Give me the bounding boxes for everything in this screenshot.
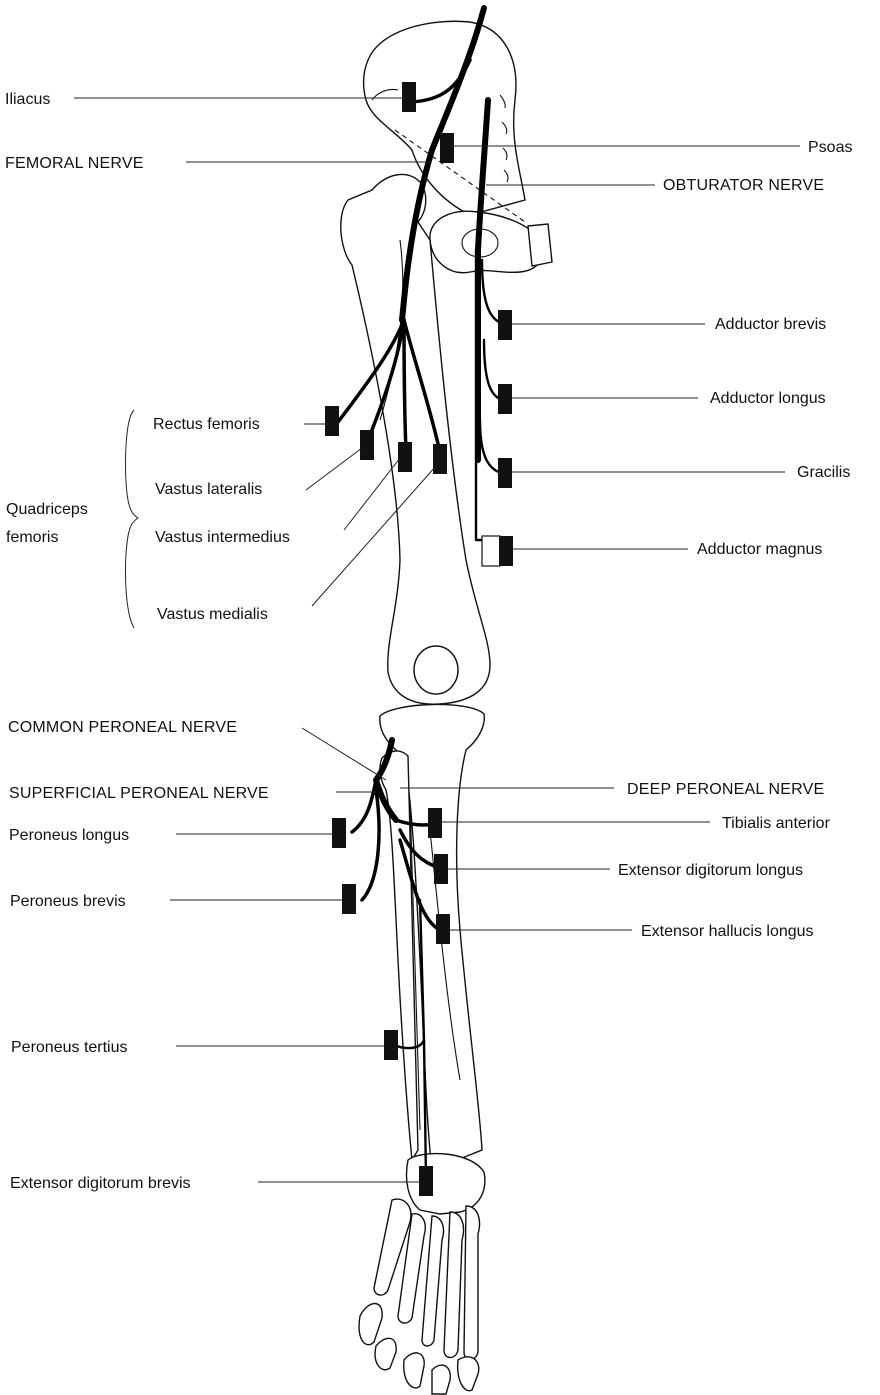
- label-femoral-nerve: FEMORAL NERVE: [5, 155, 144, 172]
- block-peroneus-tertius: [384, 1030, 398, 1060]
- label-adductor-longus: Adductor longus: [710, 390, 826, 407]
- label-rectus-femoris: Rectus femoris: [153, 416, 260, 433]
- block-adductor-magnus: [499, 536, 513, 566]
- block-iliacus: [402, 82, 416, 112]
- label-extensor-digitorum-longus: Extensor digitorum longus: [618, 862, 803, 879]
- block-peroneus-longus: [332, 818, 346, 848]
- label-superficial-peroneal-nerve: SUPERFICIAL PERONEAL NERVE: [9, 785, 269, 802]
- block-adductor-brevis: [498, 310, 512, 340]
- block-extensor-digitorum-brevis: [419, 1166, 433, 1196]
- tibia-fibula: [380, 704, 484, 1170]
- block-rectus-femoris: [325, 406, 339, 436]
- label-quadriceps-line1: Quadriceps: [6, 501, 88, 518]
- label-iliacus: Iliacus: [5, 91, 50, 108]
- label-peroneus-brevis: Peroneus brevis: [10, 893, 126, 910]
- label-obturator-nerve: OBTURATOR NERVE: [663, 177, 824, 194]
- label-vastus-intermedius: Vastus intermedius: [155, 529, 290, 546]
- label-peroneus-longus: Peroneus longus: [9, 827, 129, 844]
- label-adductor-magnus: Adductor magnus: [697, 541, 822, 558]
- label-extensor-digitorum-brevis: Extensor digitorum brevis: [10, 1175, 191, 1192]
- block-gracilis: [498, 458, 512, 488]
- label-adductor-brevis: Adductor brevis: [715, 316, 826, 333]
- block-psoas: [440, 133, 454, 163]
- block-extensor-digitorum-longus: [434, 854, 448, 884]
- label-gracilis: Gracilis: [797, 464, 850, 481]
- label-tibialis-anterior: Tibialis anterior: [722, 815, 831, 832]
- block-peroneus-brevis: [342, 884, 356, 914]
- label-extensor-hallucis-longus: Extensor hallucis longus: [641, 923, 814, 940]
- label-common-peroneal-nerve: COMMON PERONEAL NERVE: [8, 719, 237, 736]
- label-vastus-medialis: Vastus medialis: [157, 606, 268, 623]
- block-vastus-intermedius: [398, 442, 412, 472]
- label-vastus-lateralis: Vastus lateralis: [155, 481, 262, 498]
- label-psoas: Psoas: [808, 139, 852, 156]
- block-vastus-medialis: [433, 444, 447, 474]
- label-quadriceps-line2: femoris: [6, 529, 58, 546]
- block-tibialis-anterior: [428, 808, 442, 838]
- block-adductor-longus: [498, 384, 512, 414]
- label-deep-peroneal-nerve: DEEP PERONEAL NERVE: [627, 781, 824, 798]
- block-extensor-hallucis-longus: [436, 914, 450, 944]
- label-peroneus-tertius: Peroneus tertius: [11, 1039, 128, 1056]
- block-vastus-lateralis: [360, 430, 374, 460]
